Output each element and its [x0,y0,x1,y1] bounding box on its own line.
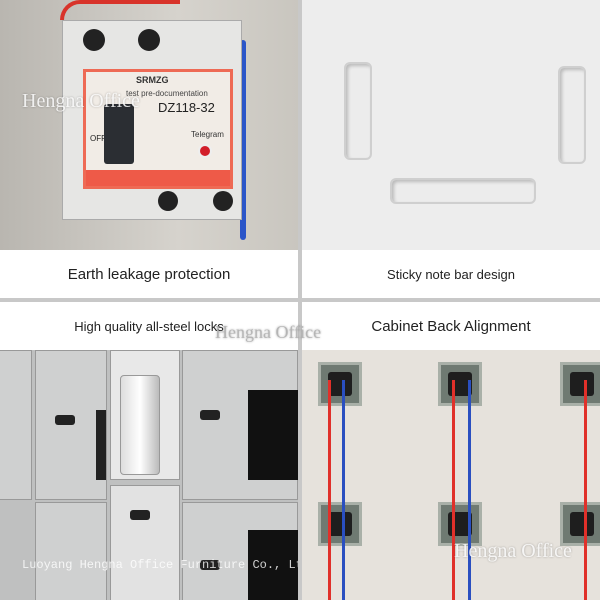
back-alignment-photo: Hengna Office [302,350,600,600]
breaker-overlay: test pre-documentation [126,89,208,98]
breaker-brand: SRMZG [136,75,169,85]
watermark: Hengna Office [454,540,572,562]
lock-icon [200,410,220,420]
telegram-text: Telegram [191,130,224,139]
breaker-label: SRMZG test pre-documentation DZ118-32 OF… [83,69,233,189]
off-label: OFF [90,134,106,143]
indicator-light [198,144,212,158]
lock-icon [200,560,220,570]
divider-horizontal [0,298,600,302]
locks-photo: Luoyang Hengna Office Furniture Co., Ltd… [0,350,298,600]
watermark: Hengna Office [215,322,322,342]
breaker-switch [104,104,134,164]
caption-sticky-note: Sticky note bar design [302,250,600,298]
watermark: Hengna Office [22,90,140,112]
breaker-photo: SRMZG test pre-documentation DZ118-32 OF… [0,0,298,250]
lock-icon [130,510,150,520]
lock-icon [55,415,75,425]
caption-back-alignment: Cabinet Back Alignment [302,302,600,350]
breaker-model: DZ118-32 [158,100,215,115]
caption-earth-leakage: Earth leakage protection [0,250,298,298]
caption-steel-locks: High quality all-steel locks [0,302,298,350]
breaker-body: SRMZG test pre-documentation DZ118-32 OF… [62,20,242,220]
sticky-note-bar-photo [302,0,600,250]
blue-wire [240,40,246,240]
handle [120,375,160,475]
company-watermark: Luoyang Hengna Office Furniture Co., Ltd… [22,558,298,572]
red-wire [60,0,180,20]
